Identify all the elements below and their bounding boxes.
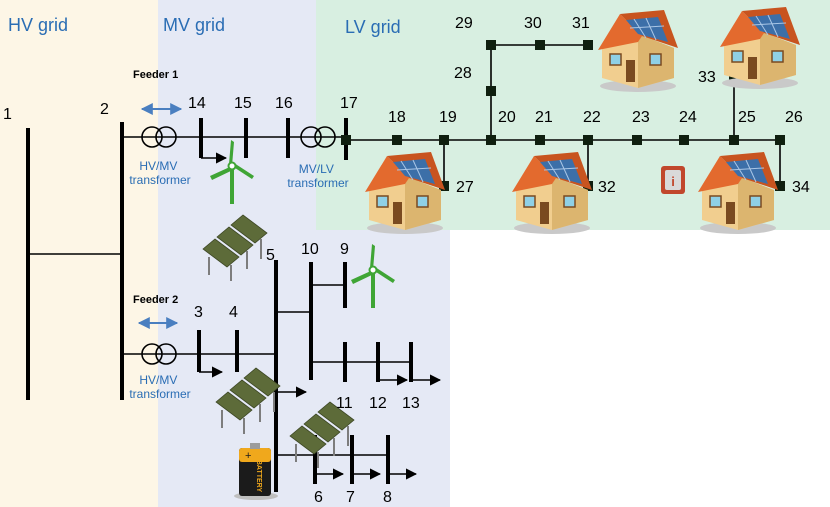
bus-label-34: 34 [792,179,810,196]
bus-label-19: 19 [439,109,457,126]
bus-label-29: 29 [455,15,473,32]
node-31 [583,40,593,50]
node-18 [392,135,402,145]
svg-text:i: i [671,174,675,189]
hv-mv-transformer-1-label: HV/MV transformer [129,159,190,187]
bus-label-1: 1 [3,106,12,123]
feeder-2-label: Feeder 2 [133,294,178,306]
bus-label-23: 23 [632,109,650,126]
mv-lv-transformer-line-2: transformer [287,176,348,190]
mv-grid-label: MV grid [163,15,225,35]
node-34 [775,181,785,191]
node-22 [583,135,593,145]
bus-label-32: 32 [598,179,616,196]
bus-label-7: 7 [346,489,355,506]
node-24 [679,135,689,145]
node-19 [439,135,449,145]
node-29 [486,40,496,50]
bus-label-16: 16 [275,95,293,112]
bus-label-18: 18 [388,109,406,126]
feeder-1-label: Feeder 1 [133,69,178,81]
bus-label-6: 6 [314,489,323,506]
bus-label-3: 3 [194,304,203,321]
bus-label-8: 8 [383,489,392,506]
bus-label-9: 9 [340,241,349,258]
hv-mv-transformer-1-line-1: HV/MV [139,159,177,173]
mv-lv-transformer-line-1: MV/LV [299,162,334,176]
bus-label-14: 14 [188,95,206,112]
switch-icon: i [661,166,685,194]
bus-label-21: 21 [535,109,553,126]
hv-mv-transformer-2-line-1: HV/MV [139,373,177,387]
bus-label-31: 31 [572,15,590,32]
bus-label-17: 17 [340,95,358,112]
bus-label-5: 5 [266,247,275,264]
hv-mv-transformer-1-line-2: transformer [129,173,190,187]
bus-label-4: 4 [229,304,238,321]
bus-label-30: 30 [524,15,542,32]
bus-label-27: 27 [456,179,474,196]
battery-icon: BATTERY + [234,443,278,500]
node-26 [775,135,785,145]
node-23 [632,135,642,145]
node-30 [535,40,545,50]
bus-label-12: 12 [369,395,387,412]
node-25 [729,135,739,145]
hv-grid-label: HV grid [8,15,68,35]
node-17 [341,135,351,145]
bus-label-22: 22 [583,109,601,126]
bus-label-25: 25 [738,109,756,126]
bus-label-24: 24 [679,109,697,126]
bus-label-20: 20 [498,109,516,126]
svg-text:+: + [245,450,251,462]
bus-label-10: 10 [301,241,319,258]
hv-mv-transformer-2-label: HV/MV transformer [129,373,190,401]
node-20 [486,135,496,145]
bus-label-11: 11 [336,395,353,412]
bus-label-15: 15 [234,95,252,112]
bus-label-33: 33 [698,69,716,86]
bus-label-13: 13 [402,395,420,412]
bus-label-28: 28 [454,65,472,82]
node-27 [439,181,449,191]
mv-lv-transformer-label: MV/LV transformer [287,162,348,190]
lv-grid-label: LV grid [345,17,401,37]
battery-text: BATTERY [255,460,262,493]
bus-label-26: 26 [785,109,803,126]
node-21 [535,135,545,145]
hv-mv-transformer-2-line-2: transformer [129,387,190,401]
bus-label-2: 2 [100,101,109,118]
node-28 [486,86,496,96]
